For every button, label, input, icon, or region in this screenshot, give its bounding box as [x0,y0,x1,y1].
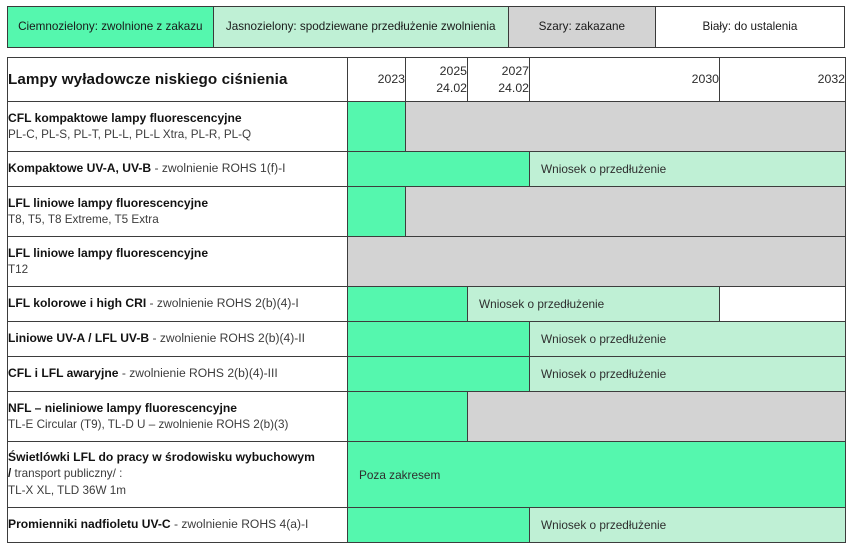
row-label-tertiary: TL-X XL, TLD 36W 1m [8,484,126,498]
row-label: Liniowe UV-A / LFL UV-B - zwolnienie ROH… [7,321,348,357]
legend-item-dark-green: Ciemnozielony: zwolnione z zakazu [8,7,214,47]
timeline-cell-light: Wniosek o przedłużenie [529,321,846,357]
column-header-2023: 2023 [347,57,406,102]
timeline-cell-light: Wniosek o przedłużenie [529,151,846,187]
row-label-exemption-code: - zwolnienie ROHS 2(b)(4)-II [152,331,306,346]
column-header-2030: 2030 [529,57,720,102]
timeline-cell-label: Wniosek o przedłużenie [541,162,667,176]
column-header-2027: 2027 24.02 [467,57,530,102]
row-label-exemption-code: - zwolnienie ROHS 2(b)(4)-III [121,366,278,381]
row-label: Świetlówki LFL do pracy w środowisku wyb… [7,441,348,508]
timeline-cell-dark [347,186,406,237]
row-label-primary: Kompaktowe UV-A, UV-B - zwolnienie ROHS … [8,161,286,176]
row-label-exemption-code: - zwolnienie ROHS 4(a)-I [173,517,309,532]
timeline-cell-label: Wniosek o przedłużenie [479,297,605,311]
legend-label-white: Biały: do ustalenia [702,19,798,33]
row-label-primary: LFL kolorowe i high CRI - zwolnienie ROH… [8,296,299,311]
timeline-cell-dark [347,321,530,357]
timeline-cell-label: Poza zakresem [359,467,441,482]
legend-label-light-green: Jasnozielony: spodziewane przedłużenie z… [225,19,496,33]
row-label: Promienniki nadfioletu UV-C - zwolnienie… [7,507,348,543]
row-label-primary: Liniowe UV-A / LFL UV-B - zwolnienie ROH… [8,331,306,346]
timeline-cell-grey [347,236,846,287]
row-label-primary: LFL liniowe lampy fluorescencyjne [8,245,209,260]
timeline-cell-grey [405,186,846,237]
timeline-cell-grey [405,101,846,152]
legend-label-dark-green: Ciemnozielony: zwolnione z zakazu [18,19,203,33]
timeline-cell-label: Wniosek o przedłużenie [541,518,667,532]
row-label: CFL i LFL awaryjne - zwolnienie ROHS 2(b… [7,356,348,392]
column-header-2032: 2032 [719,57,846,102]
timeline-cell-dark [347,286,468,322]
timeline-cell-label: Wniosek o przedłużenie [541,332,667,346]
exemption-table: Lampy wyładowcze niskiego ciśnienia 2023… [7,57,846,543]
row-label-primary: NFL – nieliniowe lampy fluorescencyjne [8,400,237,415]
table-row: Liniowe UV-A / LFL UV-B - zwolnienie ROH… [7,321,846,357]
table-row: Świetlówki LFL do pracy w środowisku wyb… [7,441,846,508]
row-label-secondary: T12 [8,262,29,276]
table-row: Kompaktowe UV-A, UV-B - zwolnienie ROHS … [7,151,846,187]
legend-item-grey: Szary: zakazane [508,7,656,47]
legend-item-white: Biały: do ustalenia [655,7,844,47]
exemption-timeline-page: Ciemnozielony: zwolnione z zakazu Jasnoz… [7,6,846,543]
timeline-cell-light: Wniosek o przedłużenie [529,356,846,392]
timeline-cell-light: Wniosek o przedłużenie [529,507,846,543]
row-label-primary: CFL i LFL awaryjne - zwolnienie ROHS 2(b… [8,366,278,381]
row-label-secondary: TL-E Circular (T9), TL-D U – zwolnienie … [8,417,289,431]
row-label-primary: LFL liniowe lampy fluorescencyjne [8,195,209,210]
column-header-2025: 2025 24.02 [405,57,468,102]
timeline-cell-dark [347,356,530,392]
row-label-exemption-code: - zwolnienie ROHS 2(b)(4)-I [149,296,299,311]
timeline-cell-light: Wniosek o przedłużenie [467,286,720,322]
row-label-exemption-code: - zwolnienie ROHS 1(f)-I [154,161,286,176]
table-row: Promienniki nadfioletu UV-C - zwolnienie… [7,507,846,543]
timeline-cell-grey [467,391,846,442]
table-header: Lampy wyładowcze niskiego ciśnienia 2023… [7,57,846,102]
timeline-cell-white [719,286,846,322]
row-label-primary: Świetlówki LFL do pracy w środowisku wyb… [8,450,315,465]
table-row: CFL i LFL awaryjne - zwolnienie ROHS 2(b… [7,356,846,392]
color-legend: Ciemnozielony: zwolnione z zakazu Jasnoz… [7,6,845,48]
header-row: Lampy wyładowcze niskiego ciśnienia 2023… [7,57,846,102]
row-label: LFL kolorowe i high CRI - zwolnienie ROH… [7,286,348,322]
row-label: Kompaktowe UV-A, UV-B - zwolnienie ROHS … [7,151,348,187]
timeline-cell-dark [347,151,530,187]
page-title: Lampy wyładowcze niskiego ciśnienia [7,57,348,102]
row-label-slash: / [8,467,12,481]
row-label-secondary: PL-C, PL-S, PL-T, PL-L, PL-L Xtra, PL-R,… [8,127,252,141]
row-label-secondary: T8, T5, T8 Extreme, T5 Extra [8,212,159,226]
timeline-cell-dark [347,507,530,543]
timeline-cell-dark [347,391,468,442]
row-label-primary: CFL kompaktowe lampy fluorescencyjne [8,110,242,125]
timeline-cell-label: Wniosek o przedłużenie [541,367,667,381]
row-label-secondary: / transport publiczny/ : [8,467,123,481]
legend-label-grey: Szary: zakazane [538,19,625,33]
legend-item-light-green: Jasnozielony: spodziewane przedłużenie z… [213,7,509,47]
timeline-cell-dark [347,101,406,152]
timeline-cell-dark: Poza zakresem [347,441,846,508]
table-row: LFL kolorowe i high CRI - zwolnienie ROH… [7,286,846,322]
